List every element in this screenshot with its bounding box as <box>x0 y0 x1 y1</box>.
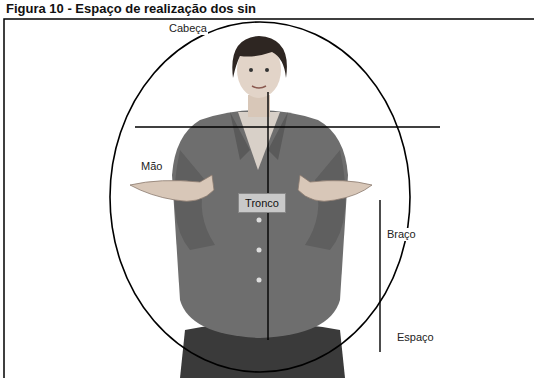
left-hand <box>130 175 214 201</box>
signing-space-ellipse <box>110 22 410 372</box>
space-label: Espaço <box>396 331 435 344</box>
right-hand <box>298 175 372 201</box>
region-box: Tronco <box>238 193 286 213</box>
center-line <box>267 92 268 340</box>
collar <box>230 112 288 160</box>
neck <box>248 95 270 117</box>
space-line <box>379 200 380 352</box>
figure-title: Figura 10 - Espaço de realização dos sin <box>6 1 256 16</box>
head-label: Cabeça <box>168 22 208 35</box>
torso <box>172 110 348 338</box>
shoulder-line <box>135 126 440 127</box>
hair <box>232 36 287 78</box>
region-label: Tronco <box>245 197 279 209</box>
figure-frame <box>4 19 534 378</box>
arm-label: Braço <box>386 228 417 241</box>
hand-label: Mão <box>140 160 163 173</box>
